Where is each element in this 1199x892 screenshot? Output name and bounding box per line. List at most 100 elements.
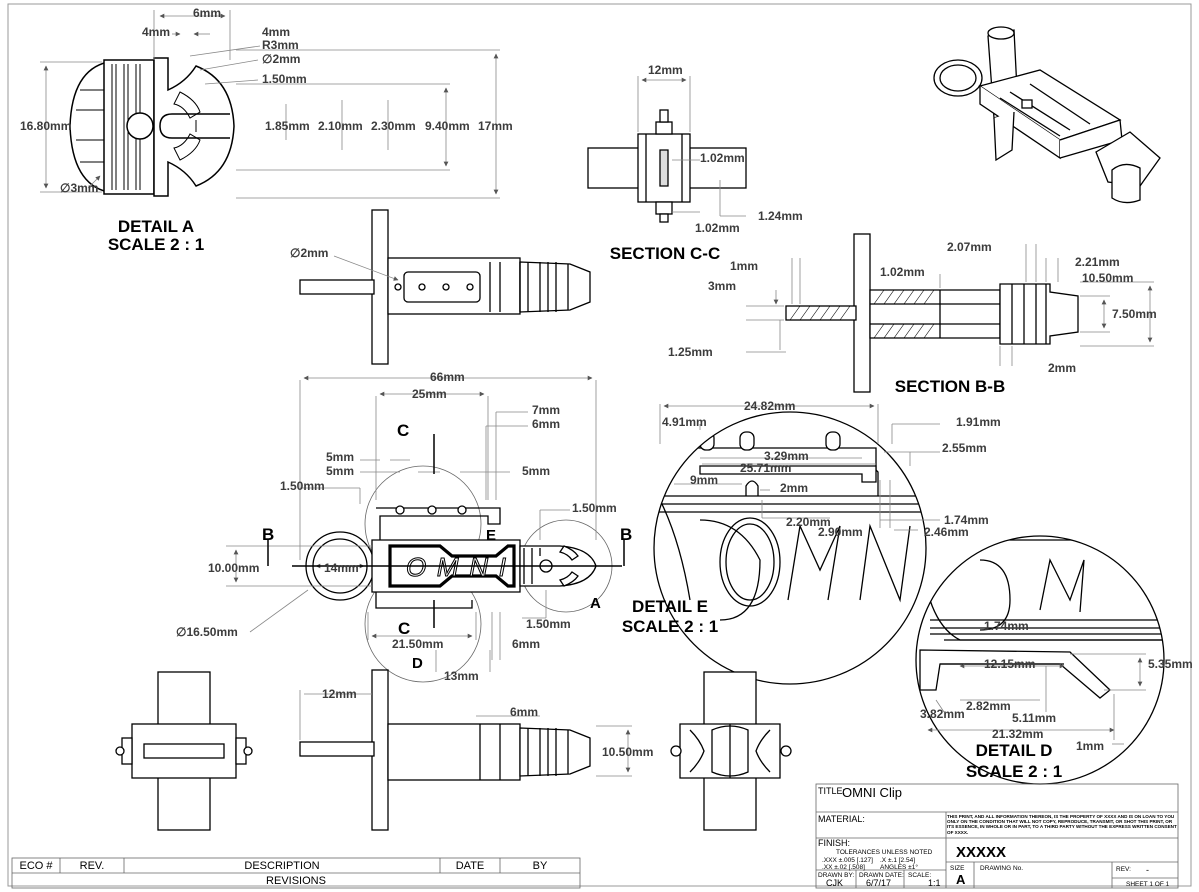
detail-a-dim-lines bbox=[40, 10, 500, 199]
dim-main-14mm: 14mm bbox=[324, 561, 359, 575]
detail-d-dim-lines bbox=[927, 653, 1146, 745]
dim-d-2-82mm: 2.82mm bbox=[966, 699, 1011, 713]
detail-d-dims: 1.74mm 12.15mm 5.35mm 2.82mm 3.82mm 5.11… bbox=[920, 619, 1193, 753]
dim-cc-1-24mm: 1.24mm bbox=[758, 209, 803, 223]
dim-main-5mm-c: 5mm bbox=[522, 464, 550, 478]
dim-bb-3mm: 3mm bbox=[708, 279, 736, 293]
rev-header-date: DATE bbox=[456, 860, 485, 872]
dim-a-dia2mm: ∅2mm bbox=[262, 52, 300, 66]
bottom-views-dim-lines bbox=[299, 690, 632, 777]
dim-main-7mm: 7mm bbox=[532, 403, 560, 417]
detail-a-dims: 6mm 4mm 4mm R3mm ∅2mm 1.50mm 16.80mm 1.8… bbox=[20, 6, 513, 195]
dim-top-dia2mm: ∅2mm bbox=[290, 246, 328, 260]
finish-label: FINISH: bbox=[818, 838, 850, 848]
detail-a-view bbox=[69, 57, 235, 197]
detail-a-scale: SCALE 2 : 1 bbox=[108, 235, 204, 254]
detail-d-view bbox=[915, 535, 1165, 785]
mark-a: A bbox=[590, 595, 601, 612]
detail-d-scale: SCALE 2 : 1 bbox=[966, 762, 1062, 781]
scale-label: SCALE: bbox=[908, 872, 931, 879]
detail-e-title: DETAIL E bbox=[632, 597, 708, 616]
isometric-view bbox=[933, 26, 1161, 204]
section-cc-dim-lines bbox=[637, 76, 746, 217]
tolerance-2: .X ±.1 [2.54] bbox=[880, 857, 915, 864]
dim-a-4mm-left: 4mm bbox=[142, 25, 170, 39]
dim-main-10mm: 10.00mm bbox=[208, 561, 259, 575]
detail-a-title: DETAIL A bbox=[118, 217, 194, 236]
dim-e-2-90mm: 2.90mm bbox=[818, 525, 863, 539]
dim-main-13mm: 13mm bbox=[444, 669, 479, 683]
dim-main-66mm: 66mm bbox=[430, 370, 465, 384]
dim-e-3-29mm: 3.29mm bbox=[764, 449, 809, 463]
dim-e-2-20mm: 2.20mm bbox=[786, 515, 831, 529]
material-label: MATERIAL: bbox=[818, 814, 865, 824]
section-marks: C C B B A D E bbox=[262, 421, 632, 672]
proprietary-notice: THIS PRINT, AND ALL INFORMATION THEREON,… bbox=[947, 814, 1177, 835]
mark-b-right: B bbox=[620, 525, 632, 544]
size-label: SIZE bbox=[950, 865, 965, 872]
detail-d-title: DETAIL D bbox=[976, 741, 1053, 760]
mark-e: E bbox=[486, 527, 496, 544]
dim-a-1-50mm: 1.50mm bbox=[262, 72, 307, 86]
sheet-border bbox=[7, 3, 1192, 887]
dim-d-1mm: 1mm bbox=[1076, 739, 1104, 753]
drawn-by-label: DRAWN BY: bbox=[818, 872, 854, 879]
dim-cc-12mm: 12mm bbox=[648, 63, 683, 77]
dim-a-9-40mm: 9.40mm bbox=[425, 119, 470, 133]
dim-e-2-55mm: 2.55mm bbox=[942, 441, 987, 455]
rev-value: - bbox=[1146, 865, 1149, 875]
dim-e-24-82mm: 24.82mm bbox=[744, 399, 795, 413]
detail-e-dims: 4.91mm 24.82mm 1.91mm 3.29mm 2.55mm 25.7… bbox=[662, 399, 1001, 539]
front-view bbox=[115, 671, 253, 831]
dim-main-dia16-50mm: ∅16.50mm bbox=[176, 625, 238, 639]
dim-a-4mm-right: 4mm bbox=[262, 25, 290, 39]
mark-b-left: B bbox=[262, 525, 274, 544]
dim-main-21-50mm: 21.50mm bbox=[392, 637, 443, 651]
section-bb-dim-lines bbox=[746, 244, 1154, 366]
detail-e-scale: SCALE 2 : 1 bbox=[622, 617, 718, 636]
title-block bbox=[815, 783, 1179, 889]
dim-a-2-30mm: 2.30mm bbox=[371, 119, 416, 133]
rev-header-eco: ECO # bbox=[19, 860, 53, 872]
dim-a-r3mm: R3mm bbox=[262, 38, 299, 52]
dim-e-1-91mm: 1.91mm bbox=[956, 415, 1001, 429]
main-view-dim-lines bbox=[226, 375, 625, 672]
tolerances-label: TOLERANCES UNLESS NOTED bbox=[836, 849, 933, 856]
detail-e-dim-lines bbox=[659, 403, 940, 531]
company-name: XXXXX bbox=[956, 844, 1006, 861]
dim-main-5mm-b: 5mm bbox=[326, 464, 354, 478]
dim-d-21-32mm: 21.32mm bbox=[992, 727, 1043, 741]
dim-a-dia3mm: ∅3mm bbox=[60, 181, 98, 195]
title-label: TITLE: bbox=[818, 786, 845, 796]
dim-a-1-85mm: 1.85mm bbox=[265, 119, 310, 133]
title-block-text: TITLE: OMNI Clip MATERIAL: THIS PRINT, A… bbox=[818, 785, 1177, 888]
dim-main-6mm-bottom: 6mm bbox=[512, 637, 540, 651]
dim-e-1-74mm: 1.74mm bbox=[944, 513, 989, 527]
tolerance-4: ANGLES ±1° bbox=[880, 863, 918, 871]
top-view bbox=[299, 209, 591, 365]
rev-header-by: BY bbox=[533, 860, 548, 872]
revisions-block bbox=[11, 857, 581, 889]
section-bb-dims: 2.07mm 2.21mm 1mm 1.02mm 10.50mm 3mm 7.5… bbox=[668, 240, 1157, 375]
dim-d-3-82mm: 3.82mm bbox=[920, 707, 965, 721]
dim-side-12mm: 12mm bbox=[322, 687, 357, 701]
section-bb-title: SECTION B-B bbox=[895, 377, 1006, 396]
title-value: OMNI Clip bbox=[842, 785, 902, 800]
dim-side-10-50mm: 10.50mm bbox=[602, 745, 653, 759]
section-cc-view bbox=[587, 109, 747, 223]
tolerance-1: .XXX ±.005 [.127] bbox=[822, 857, 873, 864]
dim-a-6mm: 6mm bbox=[193, 6, 221, 20]
drawn-date-label: DRAWN DATE: bbox=[859, 872, 904, 879]
dim-side-6mm: 6mm bbox=[510, 705, 538, 719]
drawn-by: CJK bbox=[826, 878, 843, 888]
mark-c-top: C bbox=[397, 421, 409, 440]
dim-d-1-74mm: 1.74mm bbox=[984, 619, 1029, 633]
revisions-footer: REVISIONS bbox=[266, 875, 326, 887]
dim-bb-10-50mm: 10.50mm bbox=[1082, 271, 1133, 285]
dim-main-25mm: 25mm bbox=[412, 387, 447, 401]
dim-bb-2-21mm: 2.21mm bbox=[1075, 255, 1120, 269]
drawing-no-label: DRAWING No. bbox=[980, 865, 1023, 872]
notice-box: THIS PRINT, AND ALL INFORMATION THEREON,… bbox=[947, 814, 1177, 835]
dim-bb-1-25mm: 1.25mm bbox=[668, 345, 713, 359]
